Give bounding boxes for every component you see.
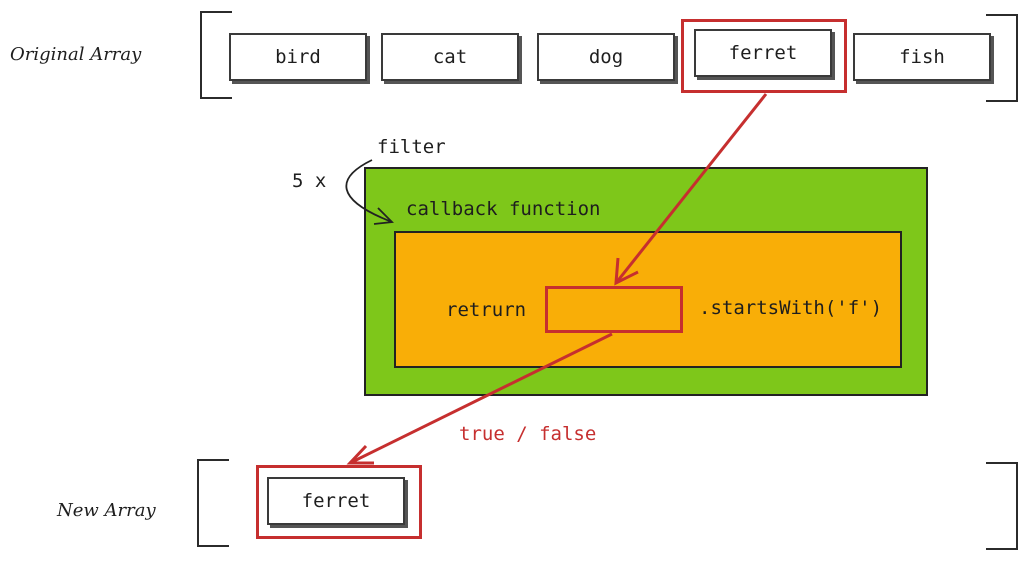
return-keyword: retrurn (446, 299, 527, 321)
ferret-highlight-frame (681, 19, 847, 93)
callback-function-label: callback function (406, 198, 601, 220)
array-item-cat: cat (381, 33, 519, 81)
result-highlight-frame (256, 465, 422, 539)
array-item-ferret: ferret (694, 29, 832, 77)
repeat-count-label: 5 x (292, 170, 327, 192)
slot-to-result-arrow (349, 332, 613, 465)
starts-with-method: .startsWith('f') (699, 297, 883, 319)
new-array-label: New Array (57, 500, 156, 521)
array-item-fish: fish (853, 33, 991, 81)
new-array-left-bracket (197, 459, 229, 547)
element-placeholder-slot (545, 286, 683, 333)
true-false-label: true / false (459, 423, 597, 445)
original-array-left-bracket (200, 11, 232, 99)
slot-to-result-arrowhead (346, 444, 374, 465)
ferret-to-slot-arrowhead (614, 257, 639, 286)
callback-body-box (394, 231, 902, 368)
array-item-bird: bird (229, 33, 367, 81)
new-array-right-bracket (986, 462, 1018, 550)
original-array-label: Original Array (10, 44, 142, 65)
filter-curve-arrow (345, 159, 393, 223)
ferret-to-slot-arrow (614, 93, 768, 284)
filter-curve-arrowhead (373, 207, 394, 225)
original-array-right-bracket (986, 14, 1018, 102)
filter-label: filter (377, 136, 446, 158)
array-item-dog: dog (537, 33, 675, 81)
new-array-item-ferret: ferret (267, 477, 405, 525)
